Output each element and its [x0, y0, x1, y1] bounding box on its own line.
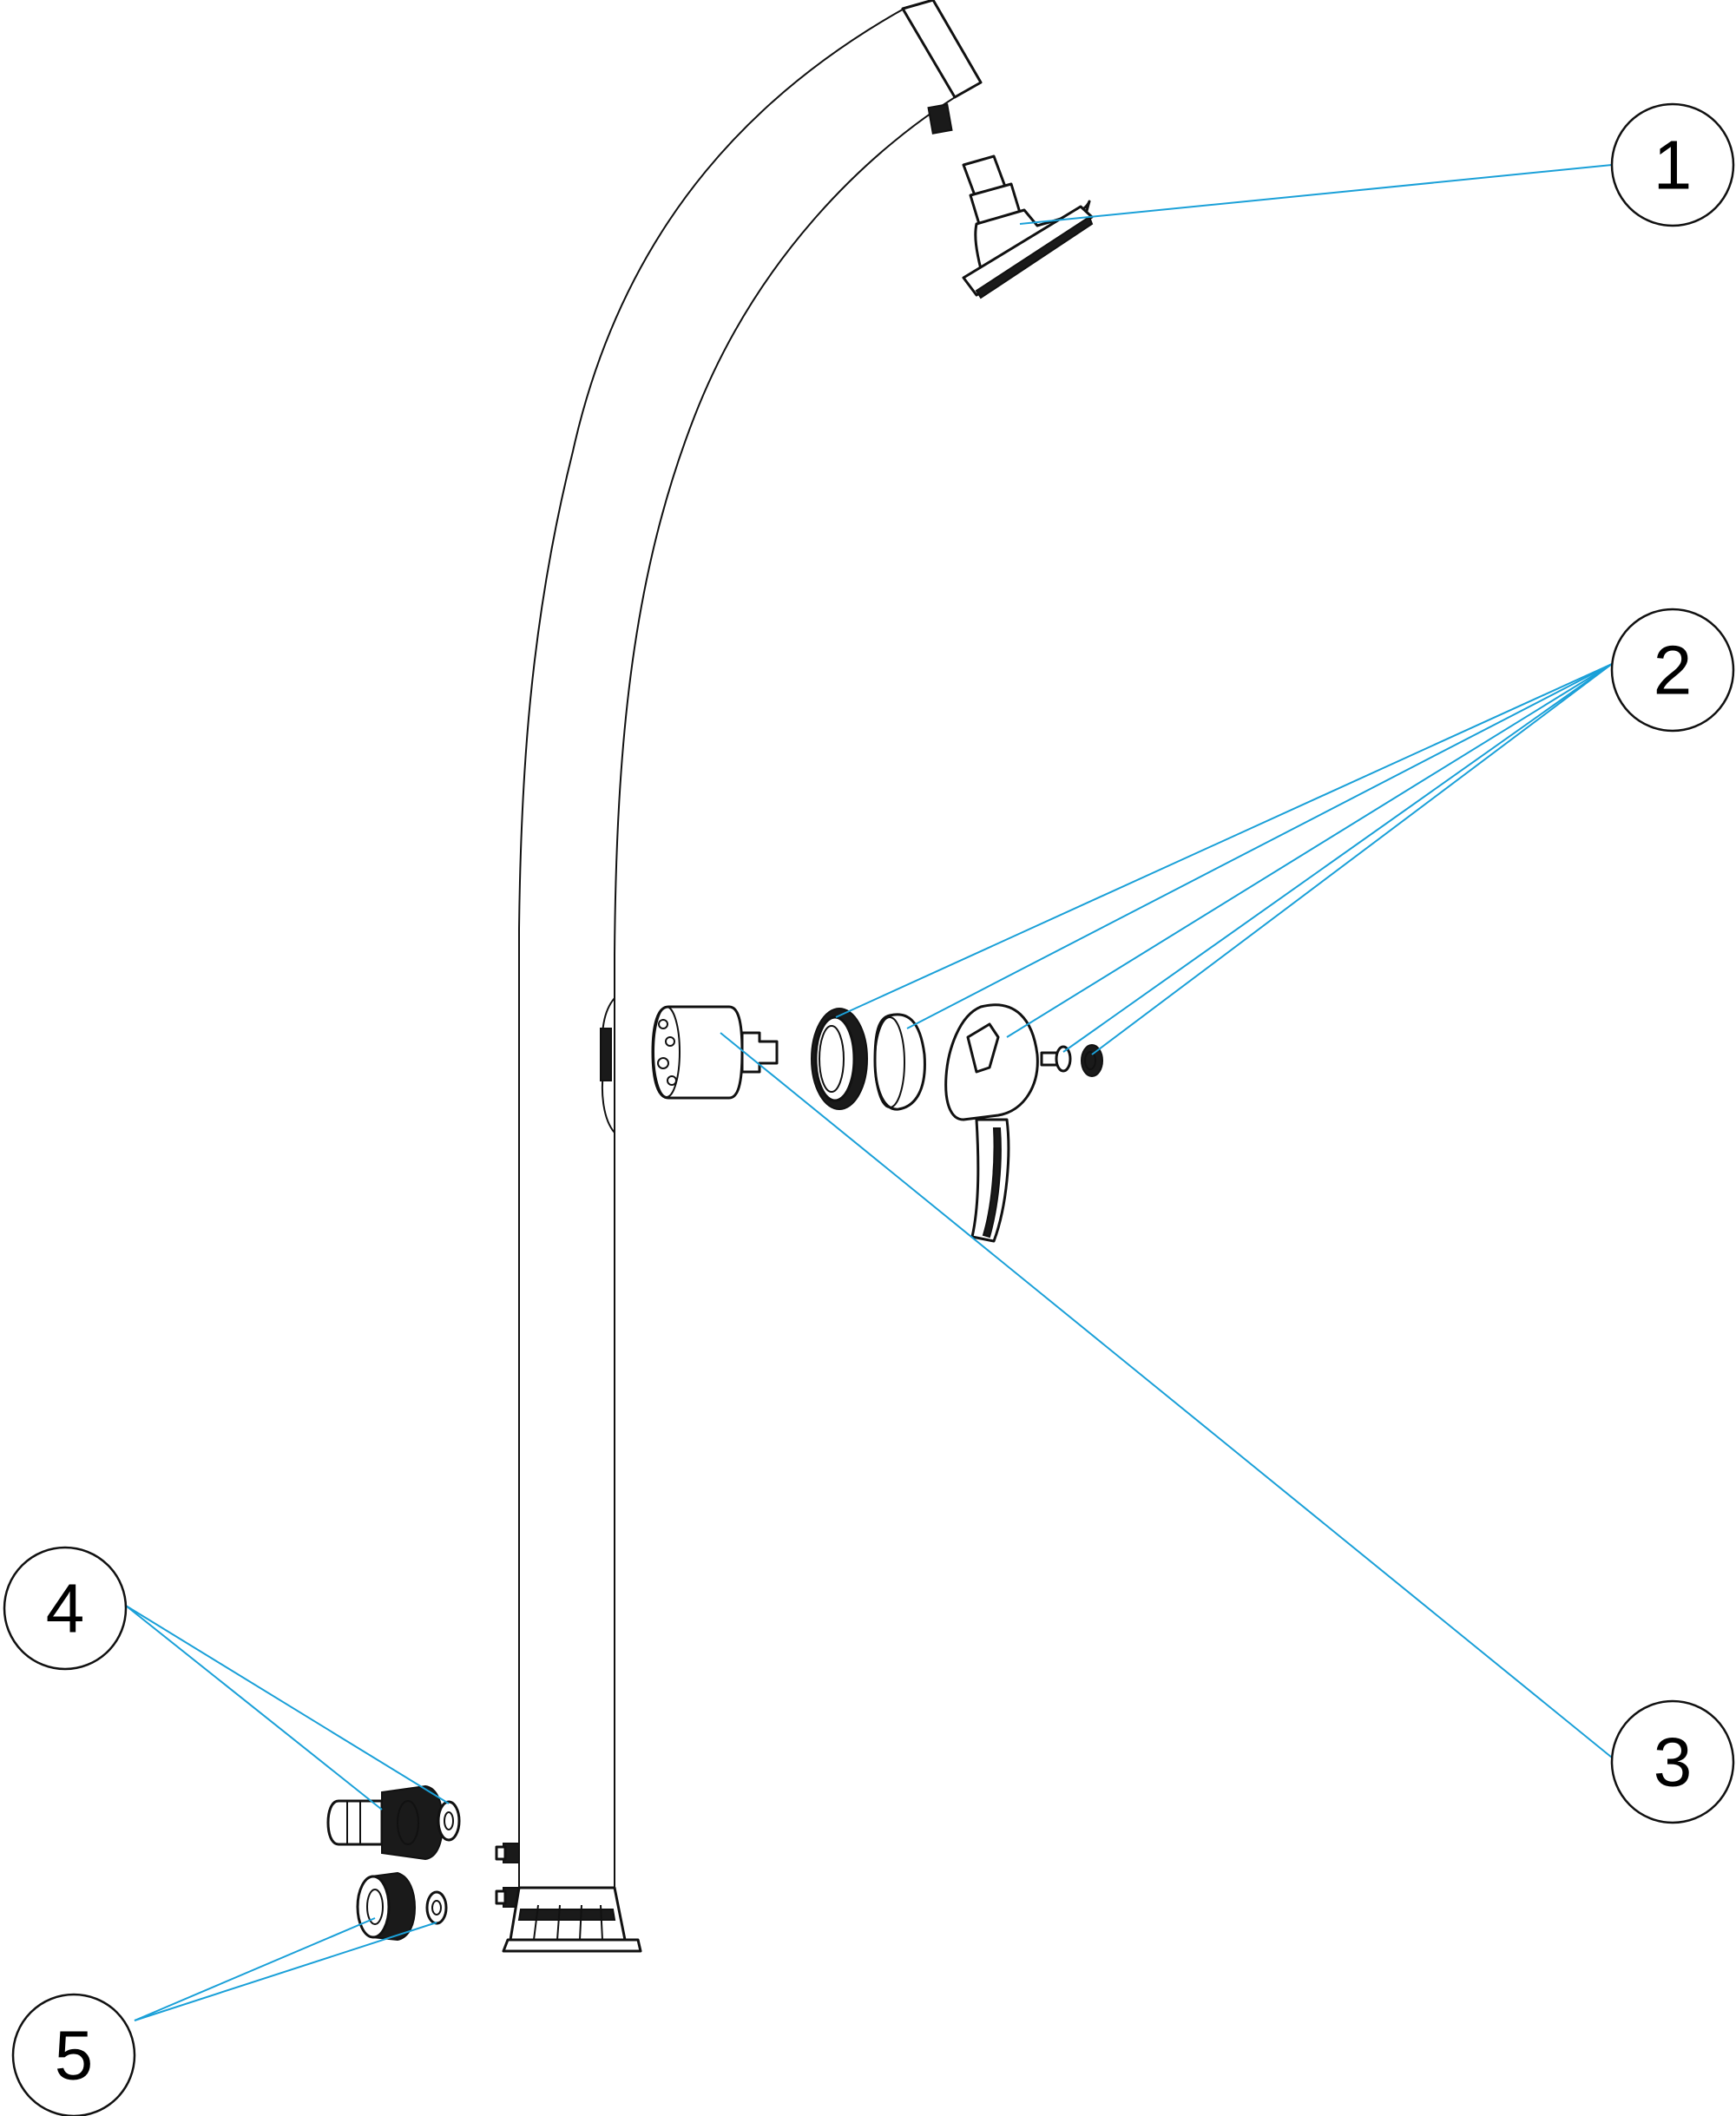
leader-4a — [125, 1605, 383, 1810]
callout-1-label: 1 — [1654, 127, 1693, 204]
lock-nut — [811, 1008, 868, 1110]
leader-2a — [835, 663, 1613, 1018]
adapter-washer-lower — [425, 1890, 448, 1925]
leader-lines — [125, 164, 1613, 2021]
leader-1 — [1019, 164, 1613, 225]
leader-2e — [1091, 663, 1613, 1055]
callout-1: 1 — [1610, 102, 1735, 227]
leader-5b — [134, 1922, 437, 2021]
screw-cap — [1081, 1044, 1103, 1077]
arm-end-cap — [901, 0, 983, 135]
callout-3: 3 — [1610, 1699, 1735, 1824]
callout-3-label: 3 — [1654, 1724, 1693, 1801]
lever-handle — [944, 1003, 1039, 1243]
callout-2-label: 2 — [1654, 632, 1693, 709]
connector-washer-upper — [437, 1800, 461, 1842]
shower-head — [962, 154, 1094, 299]
handle-screw — [1040, 1045, 1072, 1073]
mixer-cartridge — [651, 1005, 779, 1100]
leader-2d — [1062, 663, 1613, 1053]
leader-3 — [720, 1032, 1613, 1758]
leader-4b — [125, 1605, 450, 1804]
leader-2c — [1006, 663, 1613, 1038]
callout-4: 4 — [3, 1546, 128, 1671]
callout-4-label: 4 — [46, 1570, 85, 1647]
column-inlet-fittings — [495, 1843, 520, 1908]
callout-5: 5 — [11, 1993, 136, 2116]
callout-5-label: 5 — [55, 2017, 94, 2094]
leader-2b — [906, 663, 1613, 1029]
adapter-nut — [356, 1871, 417, 1942]
callout-2: 2 — [1610, 608, 1735, 733]
leader-5a — [134, 1917, 376, 2021]
hose-connector — [326, 1784, 444, 1861]
column-base — [502, 1886, 642, 1953]
shower-column — [518, 6, 973, 1888]
trim-cover — [873, 1013, 926, 1111]
